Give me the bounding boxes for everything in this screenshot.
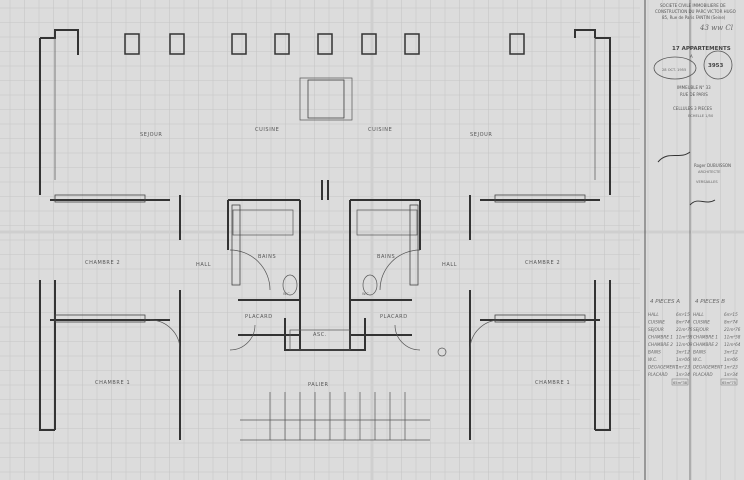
architect-name: Roger DUBUISSON <box>694 163 731 168</box>
table-cell: W.C. <box>648 357 657 362</box>
room-label: PLACARD <box>245 314 273 320</box>
room-label: CUISINE <box>255 127 279 133</box>
windows <box>124 33 525 55</box>
room-label: ASC. <box>313 332 327 338</box>
table-header-a: 4 PIECES A <box>650 299 680 305</box>
table-cell: SEJOUR <box>693 327 709 332</box>
architect-title: ARCHITECTE <box>698 170 721 174</box>
table-header-b: 4 PIECES B <box>695 299 725 305</box>
project-title-2: A <box>690 54 693 59</box>
stamp-date: 28 OCT. 1955 <box>662 68 686 72</box>
table-cell: PLACARD <box>693 372 713 377</box>
room-label: CHAMBRE 1 <box>535 380 570 386</box>
table-cell: 1m²34 <box>724 372 738 377</box>
walls <box>39 29 611 440</box>
thin-lines <box>54 0 691 480</box>
handwritten-note: 43 ww Cl <box>699 24 733 32</box>
company-name: SOCIETE CIVILE IMMOBILIERE DE <box>660 3 726 8</box>
table-cell: CUISINE <box>693 320 710 325</box>
room-label: SEJOUR <box>470 132 492 138</box>
table-cell: HALL <box>693 312 704 317</box>
architect-address: VERSAILLES <box>696 180 718 184</box>
table-cell: CHAMBRE 2 <box>648 342 673 347</box>
room-label: W.C. <box>283 292 291 296</box>
table-cell: 11m²64 <box>724 342 741 347</box>
room-label: PALIER <box>308 382 329 388</box>
table-cell: 8m²74 <box>676 320 690 325</box>
stamp-number: 3953 <box>708 63 723 69</box>
table-cell: DEGAGEMENT <box>693 365 723 370</box>
table-cell: 21m²76 <box>676 327 693 332</box>
room-label: CHAMBRE 2 <box>85 260 120 266</box>
table-cell: BAINS <box>693 350 706 355</box>
table-cell: PLACARD <box>648 372 668 377</box>
table-cell: CHAMBRE 1 <box>648 335 673 340</box>
drawing-subject: CELLULES 3 PIECES <box>673 106 712 111</box>
table-cell: 6m²15 <box>724 312 738 317</box>
room-label: CHAMBRE 1 <box>95 380 130 386</box>
signature <box>689 199 716 206</box>
company-address: 85, Rue de Paris FANTIN (Seine) <box>662 15 726 20</box>
table-cell: DEGAGEMENT <box>648 365 678 370</box>
table-cell: HALL <box>648 312 659 317</box>
table-cell: 11m²09 <box>676 342 693 347</box>
table-cell: 8m²74 <box>724 320 738 325</box>
room-label: PLACARD <box>380 314 408 320</box>
company-name-2: CONSTRUCTION DU PARC VICTOR HUGO <box>655 9 736 14</box>
table-cell: 21m²76 <box>724 327 741 332</box>
stamp-round <box>703 50 733 80</box>
table-cell: W.C. <box>693 357 702 362</box>
signature <box>657 151 691 163</box>
room-label: BAINS <box>258 254 276 260</box>
title-block: SOCIETE CIVILE IMMOBILIERE DE CONSTRUCTI… <box>653 3 736 206</box>
stamp-oval <box>653 56 697 80</box>
project-title: 17 APPARTEMENTS <box>672 46 731 52</box>
room-label: W.C. <box>362 292 370 296</box>
table-cell: 1m²23 <box>724 365 738 370</box>
room-label: CUISINE <box>368 127 392 133</box>
table-cell: 11m²58 <box>724 335 741 340</box>
table-cell: CUISINE <box>648 320 665 325</box>
table-cell: 3m²12 <box>724 350 738 355</box>
room-label: BAINS <box>377 254 395 260</box>
room-label: SEJOUR <box>140 132 162 138</box>
building-number: IMMEUBLE N° 33 <box>677 85 711 90</box>
table-cell: CHAMBRE 1 <box>693 335 718 340</box>
radiators <box>54 79 586 323</box>
drawing-scale: ECHELLE 1/50 <box>688 114 714 118</box>
street: RUE DE PARIS <box>680 92 708 97</box>
table-cell: 1m²34 <box>676 372 690 377</box>
table-cell: 1m²06 <box>676 357 690 362</box>
room-label: HALL <box>196 262 211 268</box>
table-cell: CHAMBRE 2 <box>693 342 718 347</box>
table-cell: BAINS <box>648 350 661 355</box>
room-label: CHAMBRE 2 <box>525 260 560 266</box>
total-a: 65m²38 <box>673 381 688 385</box>
table-cell: 11m²58 <box>676 335 693 340</box>
total-b: 65m²75 <box>722 381 736 385</box>
table-cell: 1m²23 <box>676 365 690 370</box>
room-label: HALL <box>442 262 457 268</box>
table-cell: 1m²06 <box>724 357 738 362</box>
table-cell: 6m²15 <box>676 312 690 317</box>
table-cell: SEJOUR <box>648 327 664 332</box>
table-cell: 3m²12 <box>676 350 690 355</box>
